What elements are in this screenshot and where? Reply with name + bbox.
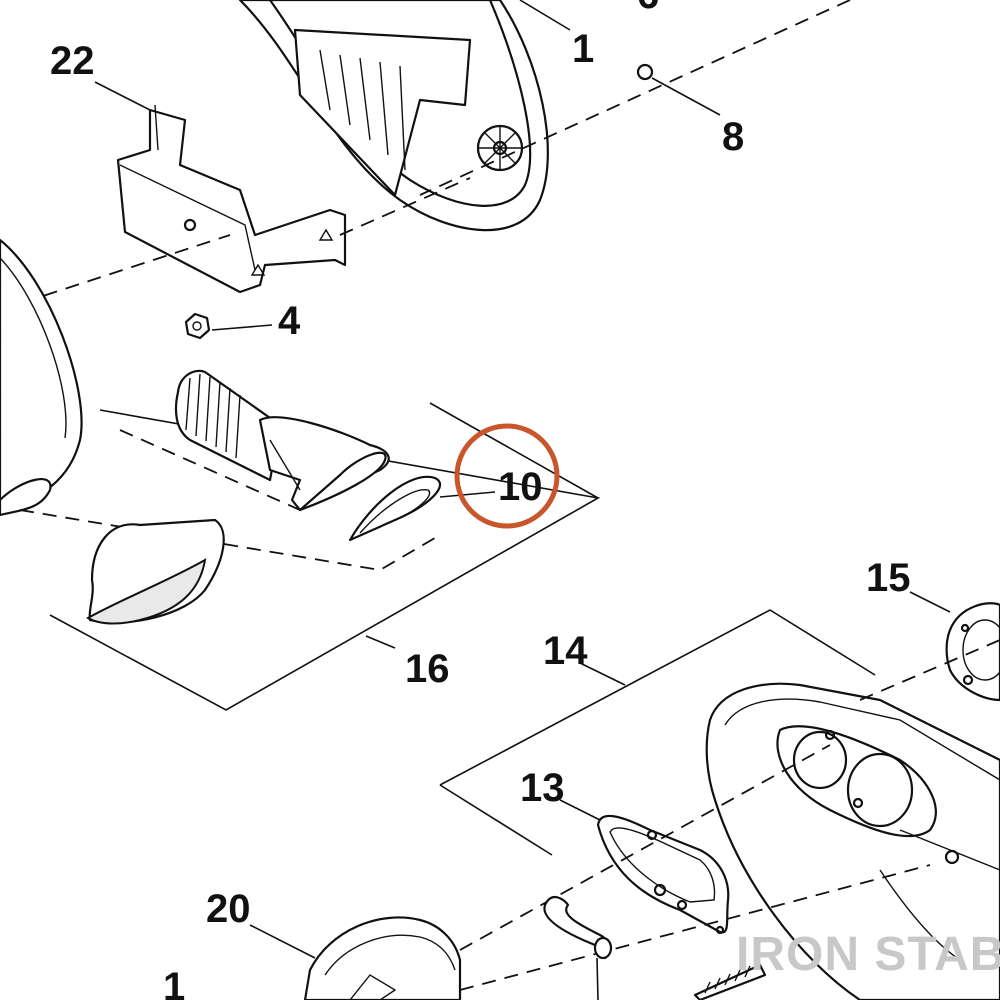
part-label-1-bottom: 1 — [163, 965, 185, 1000]
part-label-4: 4 — [278, 299, 301, 343]
lower-cover-housing — [705, 682, 1000, 1000]
part-label-20: 20 — [206, 887, 251, 931]
part-label-6-top: 6 — [637, 0, 659, 17]
air-filter-housing-top — [238, 0, 549, 232]
elbow-cover — [85, 518, 225, 625]
mounting-bracket — [116, 104, 347, 294]
intake-tube — [174, 369, 390, 512]
part-label-8: 8 — [722, 115, 744, 159]
part-label-22: 22 — [50, 39, 95, 83]
watermark: IRON STABLE — [736, 928, 1000, 981]
screw — [693, 963, 767, 1000]
highlight-circle-10 — [454, 423, 560, 529]
part-label-16: 16 — [405, 647, 450, 691]
cover-gasket — [596, 814, 730, 935]
part-label-14: 14 — [543, 629, 588, 673]
hex-nut — [184, 312, 211, 340]
part-label-15: 15 — [866, 556, 911, 600]
hook-clip — [543, 895, 613, 960]
part-label-13: 13 — [520, 766, 565, 810]
air-filter-housing-bottom — [303, 916, 462, 1000]
intake-gasket — [348, 475, 442, 542]
part-label-1-top: 1 — [572, 27, 594, 71]
cylinder-housing-left — [0, 238, 83, 517]
part-label-10: 10 — [498, 465, 543, 509]
